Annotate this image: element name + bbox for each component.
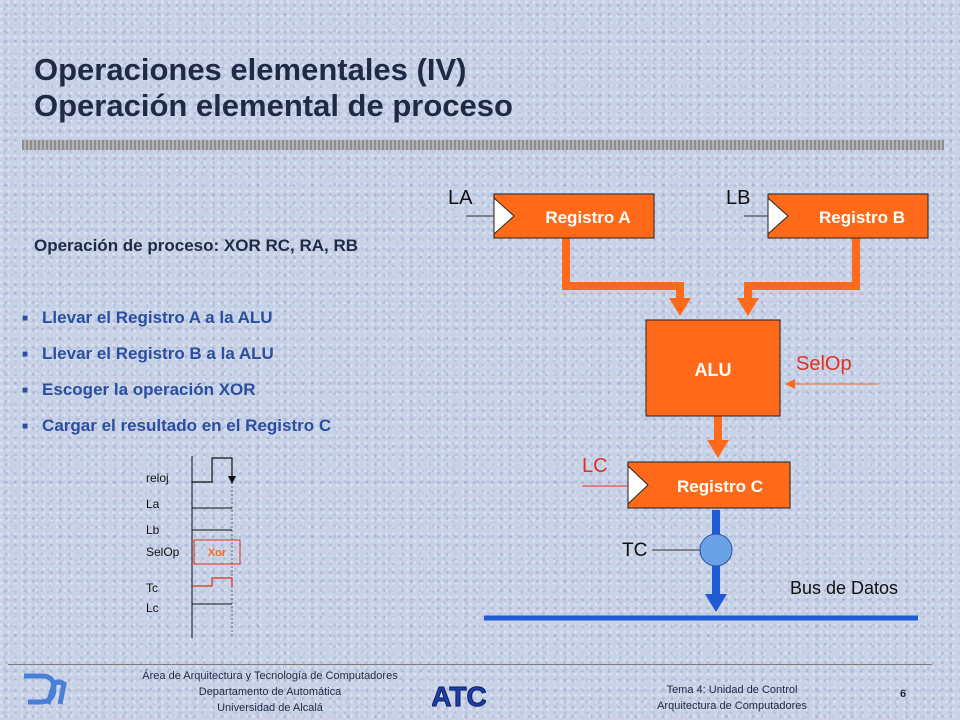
process-heading: Operación de proceso: XOR RC, RA, RB bbox=[34, 236, 358, 255]
step-list: ■Llevar el Registro A a la ALU ■Llevar e… bbox=[22, 308, 331, 452]
footer-department: Departamento de Automática bbox=[198, 686, 342, 698]
lb-label: LB bbox=[726, 187, 750, 209]
step-item: ■Cargar el resultado en el Registro C bbox=[22, 416, 332, 435]
footer-subject: Arquitectura de Computadores bbox=[657, 700, 807, 712]
reg-a-arrow-head bbox=[669, 298, 691, 316]
reg-a-to-alu-path bbox=[562, 238, 684, 300]
title-divider bbox=[22, 140, 944, 150]
footer-university: Universidad de Alcalá bbox=[217, 702, 323, 714]
signal-tc: Tc bbox=[146, 581, 158, 595]
bus-label: Bus de Datos bbox=[790, 578, 898, 598]
xor-label: Xor bbox=[208, 547, 227, 559]
tc-label: TC bbox=[622, 540, 647, 561]
bus-arrow-head bbox=[705, 594, 727, 612]
lc-label: LC bbox=[582, 455, 608, 477]
title-line-2: Operación elemental de proceso bbox=[34, 88, 513, 123]
la-label: LA bbox=[448, 187, 473, 209]
step-item: ■Llevar el Registro A a la ALU bbox=[22, 308, 273, 327]
square-bullet-icon: ■ bbox=[22, 385, 29, 396]
reg-b-to-alu-path bbox=[744, 238, 860, 300]
selop-label: SelOp bbox=[796, 353, 852, 375]
footer-course: Tema 4: Unidad de Control Arquitectura d… bbox=[612, 682, 852, 714]
square-bullet-icon: ■ bbox=[22, 421, 29, 432]
signal-selop: SelOp bbox=[146, 545, 180, 559]
registro-c-label: Registro C bbox=[677, 477, 763, 496]
footer-topic: Tema 4: Unidad de Control bbox=[666, 684, 798, 696]
alu-arrow-head bbox=[707, 440, 729, 458]
signal-lb: Lb bbox=[146, 523, 160, 537]
signal-reloj: reloj bbox=[146, 471, 169, 485]
svg-text:ATC: ATC bbox=[432, 681, 486, 712]
signal-lc: Lc bbox=[146, 601, 159, 615]
registro-b-label: Registro B bbox=[819, 208, 905, 227]
tristate-gate bbox=[699, 533, 733, 567]
title-line-1: Operaciones elementales (IV) bbox=[34, 52, 467, 87]
registro-a-label: Registro A bbox=[545, 208, 630, 227]
page-number: 6 bbox=[900, 688, 907, 700]
slide-title: Operaciones elementales (IV) Operación e… bbox=[34, 52, 513, 124]
alu-block: ALU bbox=[645, 319, 781, 417]
registro-b-block: Registro B bbox=[767, 193, 929, 239]
square-bullet-icon: ■ bbox=[22, 313, 29, 324]
registro-c-block: Registro C bbox=[627, 461, 791, 509]
footer-divider bbox=[8, 664, 932, 665]
square-bullet-icon: ■ bbox=[22, 349, 29, 360]
department-logo-icon bbox=[24, 673, 67, 705]
footer-area: Área de Arquitectura y Tecnología de Com… bbox=[142, 670, 398, 682]
reg-b-arrow-head bbox=[737, 298, 759, 316]
registro-a-block: Registro A bbox=[493, 193, 655, 239]
alu-label: ALU bbox=[695, 360, 732, 380]
xor-box bbox=[193, 539, 241, 565]
step-item: ■Llevar el Registro B a la ALU bbox=[22, 344, 274, 363]
step-item: ■Escoger la operación XOR bbox=[22, 380, 256, 399]
signal-la: La bbox=[146, 497, 160, 511]
footer-institution: Área de Arquitectura y Tecnología de Com… bbox=[120, 668, 420, 716]
timing-diagram: Xor reloj La Lb SelOp Tc Lc bbox=[146, 456, 241, 638]
atc-logo-icon: ATC bbox=[432, 681, 486, 713]
